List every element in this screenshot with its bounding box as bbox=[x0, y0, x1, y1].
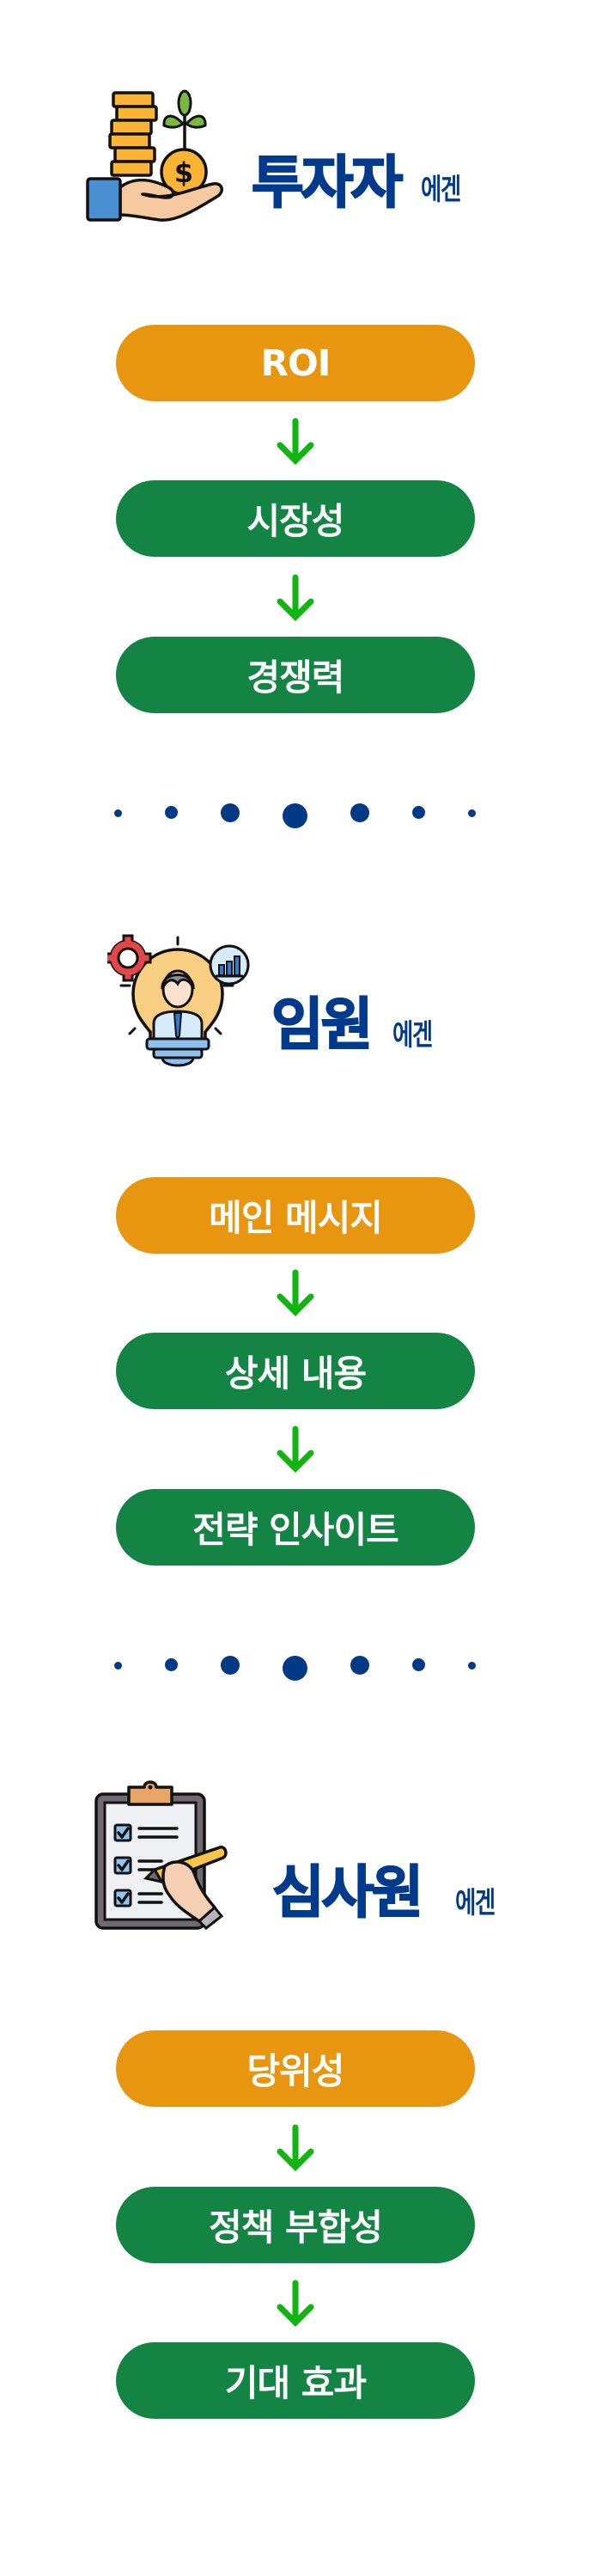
arrow-down-icon bbox=[277, 2280, 314, 2327]
flow-step-main-message: 메인 메시지 bbox=[116, 1177, 475, 1254]
section-title-suffix: 에겐 bbox=[421, 173, 461, 207]
flow-step-strategic-insight: 전략 인사이트 bbox=[116, 1489, 475, 1566]
arrow-down-icon bbox=[277, 1269, 314, 1316]
arrow-down-icon bbox=[277, 1425, 314, 1473]
flow-step-label: 시장성 bbox=[246, 500, 345, 542]
dotted-separator-icon bbox=[0, 1648, 590, 1682]
flow-step-label: 기대 효과 bbox=[224, 2362, 367, 2404]
flow-step-competitiveness: 경쟁력 bbox=[116, 637, 475, 713]
hand-holding-coins-icon: $ bbox=[86, 89, 223, 222]
flow-step-label: 상세 내용 bbox=[224, 1352, 367, 1395]
clipboard-checklist-icon bbox=[94, 1780, 228, 1930]
section-title-suffix: 에겐 bbox=[392, 1018, 433, 1053]
section-title: 임원 bbox=[271, 992, 374, 1058]
flow-step-label: 당위성 bbox=[246, 2050, 345, 2092]
arrow-down-icon bbox=[277, 574, 314, 621]
flow-step-expected-effects: 기대 효과 bbox=[116, 2342, 475, 2419]
executive-lightbulb-icon bbox=[107, 934, 250, 1067]
arrow-down-icon bbox=[277, 418, 314, 465]
flow-step-label: 경쟁력 bbox=[246, 656, 345, 699]
section-title-suffix: 에겐 bbox=[455, 1886, 496, 1920]
dotted-separator-icon bbox=[0, 796, 590, 830]
section-title: 투자자 bbox=[251, 150, 404, 216]
flow-step-policy-alignment: 정책 부합성 bbox=[116, 2187, 475, 2263]
flow-step-label: 전략 인사이트 bbox=[192, 1509, 398, 1551]
flow-step-justification: 당위성 bbox=[116, 2030, 475, 2107]
flow-step-label: 정책 부합성 bbox=[209, 2207, 383, 2249]
flow-step-label: ROI bbox=[260, 342, 331, 384]
flow-step-details: 상세 내용 bbox=[116, 1333, 475, 1409]
flow-step-roi: ROI bbox=[116, 325, 475, 401]
arrow-down-icon bbox=[277, 2124, 314, 2171]
flow-step-label: 메인 메시지 bbox=[209, 1197, 383, 1239]
svg-text:$: $ bbox=[174, 156, 193, 189]
flow-step-marketability: 시장성 bbox=[116, 480, 475, 557]
section-title: 심사원 bbox=[271, 1859, 424, 1926]
